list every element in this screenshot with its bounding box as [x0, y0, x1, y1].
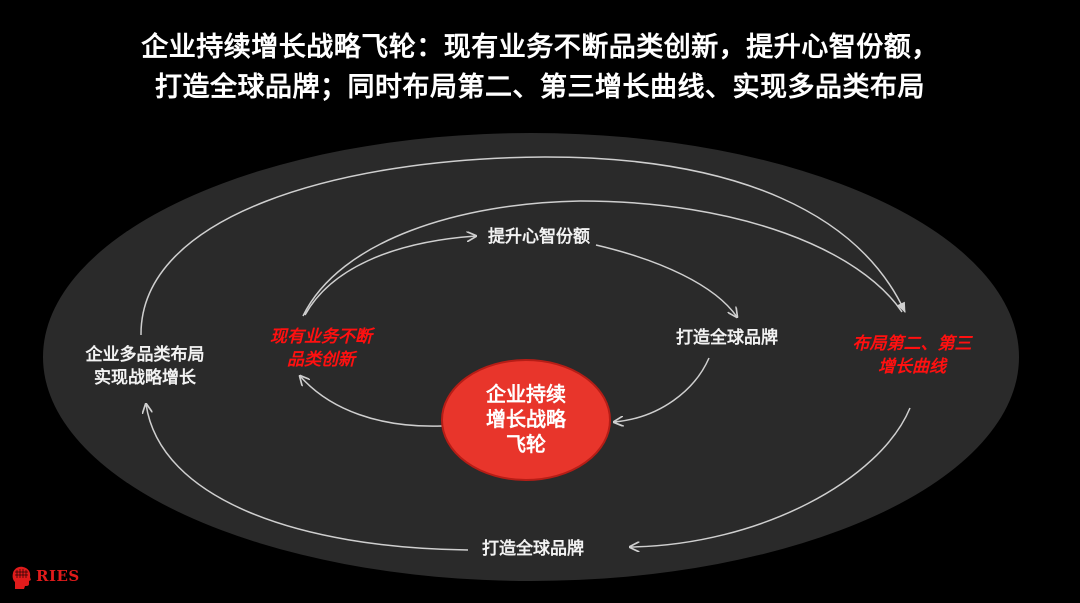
title-line-2: 打造全球品牌；同时布局第二、第三增长曲线、实现多品类布局	[155, 72, 925, 103]
ries-logo: RIES ​	[12, 565, 92, 591]
innovation-line-1: 现有业务不断	[270, 327, 372, 347]
hub-line-2: 增长战略	[486, 406, 566, 431]
arrow-outer-right-bottom	[630, 407, 911, 547]
hub-line-1: 企业持续	[486, 381, 566, 406]
label-second-third-curve: 布局第二、第三 增长曲线	[838, 333, 986, 379]
hub-label: 企业持续 增长战略 飞轮	[441, 360, 611, 478]
label-global-brand-bottom: 打造全球品牌	[482, 539, 584, 559]
innovation-line-2: 品类创新	[287, 350, 355, 370]
arrow-inner-brand-hub	[614, 357, 710, 422]
multi-category-line-2: 实现战略增长	[94, 368, 196, 388]
label-global-brand: 打造全球品牌	[676, 328, 778, 348]
arrow-inner-hub-innovation	[300, 376, 443, 427]
label-innovation: 现有业务不断 品类创新	[252, 326, 390, 372]
slide-title: 企业持续增长战略飞轮：现有业务不断品类创新，提升心智份额， 打造全球品牌；同时布…	[0, 28, 1080, 108]
hub-ellipse	[441, 359, 611, 481]
curve-line-1: 布局第二、第三	[852, 334, 972, 354]
arrow-innovation-to-curve	[302, 200, 903, 317]
logo-text: RIES	[36, 567, 80, 585]
outer-ellipse	[43, 133, 1019, 581]
multi-category-line-1: 企业多品类布局	[85, 345, 205, 365]
arrow-outer-bottom-left	[146, 404, 469, 551]
label-mindshare: 提升心智份额	[488, 227, 590, 247]
title-line-1: 企业持续增长战略飞轮：现有业务不断品类创新，提升心智份额，	[141, 32, 939, 63]
head-grid-icon	[12, 566, 31, 589]
arrow-inner-innovation-mindshare	[304, 236, 476, 316]
hub-line-3: 飞轮	[506, 431, 546, 456]
arrow-outer-top	[140, 156, 906, 336]
arrow-inner-mindshare-brand	[595, 244, 737, 317]
label-multi-category: 企业多品类布局 实现战略增长	[72, 344, 218, 390]
curve-line-2: 增长曲线	[878, 357, 946, 377]
